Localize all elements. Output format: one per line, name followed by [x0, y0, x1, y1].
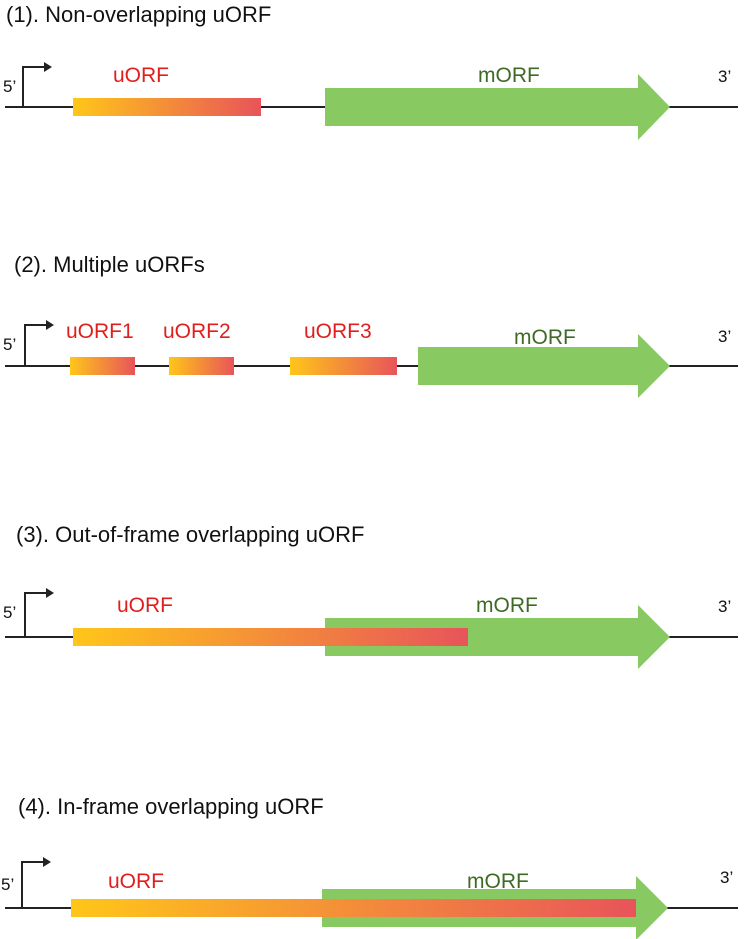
panel-3-title: (3). Out-of-frame overlapping uORF: [16, 522, 364, 547]
panel-4-tss-arrowhead-icon: [43, 857, 51, 867]
panel-2-title: (2). Multiple uORFs: [14, 252, 205, 277]
panel-1: (1). Non-overlapping uORF 5’ 3’ mORF uOR…: [3, 2, 738, 140]
panel-3-uorf-label: uORF: [117, 594, 173, 617]
panel-1-uorf-box: [73, 98, 261, 116]
panel-1-morf-label: mORF: [478, 64, 540, 87]
panel-3-morf-label: mORF: [476, 594, 538, 617]
panel-3-tss-arrow-icon: [24, 592, 46, 637]
panel-1-five-prime: 5’: [3, 77, 16, 96]
panel-4-title: (4). In-frame overlapping uORF: [18, 794, 324, 819]
panel-2-uorf1-box: [70, 357, 135, 375]
panel-3-five-prime: 5’: [3, 603, 16, 622]
panel-4: (4). In-frame overlapping uORF 5’ 3’ mOR…: [1, 794, 738, 939]
panel-2-uorf1-label: uORF1: [66, 320, 134, 343]
panel-2-uorf2-label: uORF2: [163, 320, 231, 343]
panel-1-morf-arrow: [325, 74, 670, 140]
panel-3-uorf-box: [73, 628, 468, 646]
panel-2-five-prime: 5’: [3, 335, 16, 354]
panel-1-tss-arrowhead-icon: [44, 62, 52, 72]
panel-1-tss-arrow-icon: [22, 66, 44, 107]
panel-2-uorf3-label: uORF3: [304, 320, 372, 343]
panel-2-tss-arrowhead-icon: [46, 320, 54, 330]
panel-2: (2). Multiple uORFs 5’ 3’ mORF uORF1 uOR…: [3, 252, 738, 398]
panel-3-morf-arrow: [325, 605, 670, 669]
panel-4-five-prime: 5’: [1, 875, 14, 894]
panel-2-tss-arrow-icon: [24, 324, 46, 366]
panel-3-tss-arrowhead-icon: [46, 588, 54, 598]
panel-2-morf-arrow: [418, 334, 670, 398]
panel-1-three-prime: 3’: [718, 67, 731, 86]
panel-3-three-prime: 3’: [718, 597, 731, 616]
panel-1-uorf-label: uORF: [113, 64, 169, 87]
panel-4-uorf-box: [71, 899, 636, 917]
panel-3: (3). Out-of-frame overlapping uORF 5’ 3’…: [3, 522, 738, 669]
panel-2-uorf3-box: [290, 357, 397, 375]
panel-2-morf-label: mORF: [514, 326, 576, 349]
panel-4-morf-label: mORF: [467, 870, 529, 893]
panel-4-uorf-label: uORF: [108, 870, 164, 893]
panel-4-tss-arrow-icon: [21, 861, 43, 908]
panel-1-title: (1). Non-overlapping uORF: [6, 2, 271, 27]
panel-2-three-prime: 3’: [718, 327, 731, 346]
panel-2-uorf2-box: [169, 357, 234, 375]
panel-4-three-prime: 3’: [720, 868, 733, 887]
